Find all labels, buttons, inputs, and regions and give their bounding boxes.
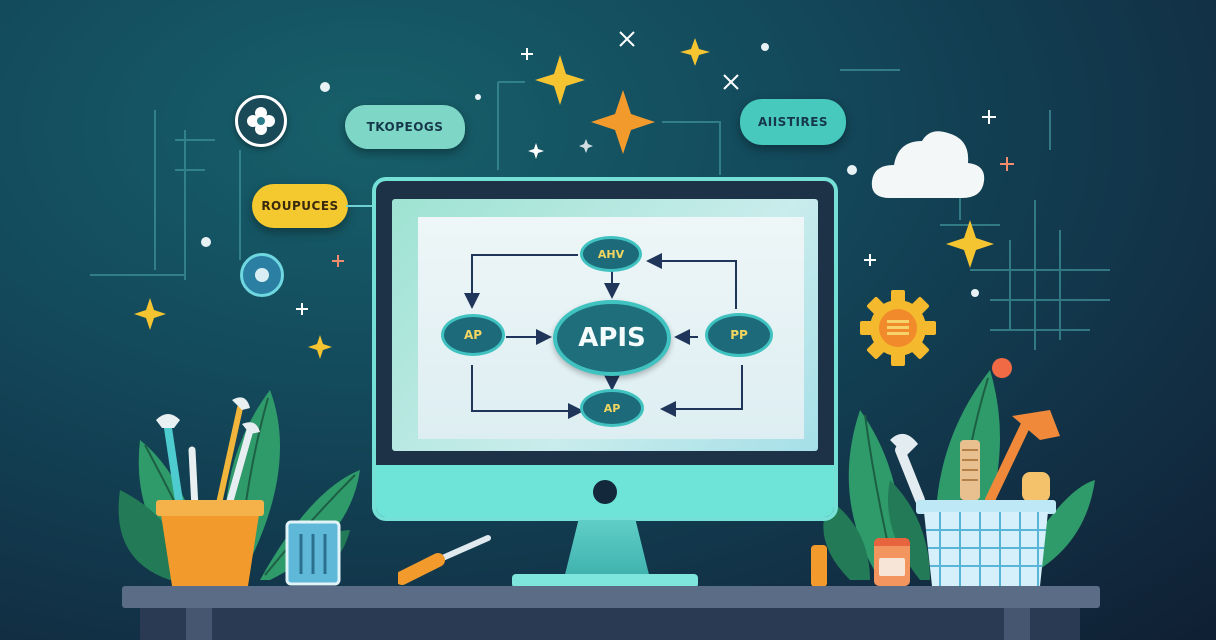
small-bottle [811, 545, 827, 587]
diagram-node-right[interactable]: PP [705, 313, 773, 357]
monitor-camera-dot [593, 480, 617, 504]
node-center-label: APIS [578, 323, 646, 353]
monitor-base [512, 574, 698, 588]
desk-top [122, 586, 1100, 608]
monitor-stand [564, 520, 650, 578]
node-left-label: AP [463, 328, 483, 342]
diagram-node-center[interactable]: APIS [553, 300, 671, 376]
diagram-node-bottom[interactable]: AP [580, 389, 644, 427]
bubble-top-right: AIISTIRES [740, 99, 846, 145]
diagram-arrows [464, 253, 743, 419]
node-bottom-label: AP [603, 401, 621, 415]
tool-basket-right [890, 410, 1060, 586]
bubble-left: ROUPUCES [252, 184, 348, 228]
node-top-label: AHV [597, 247, 625, 261]
cloud-icon [871, 131, 985, 198]
bubble-top-left-label: TKOPEOGS [366, 120, 444, 134]
bubble-top-left: TKOPEOGS [345, 105, 465, 149]
tool-pot-left [156, 397, 264, 586]
orange-ball [992, 358, 1012, 378]
gear-icon [860, 290, 936, 366]
screwdriver-icon [398, 535, 491, 585]
desk-leg-left [186, 608, 212, 640]
compass-icon [240, 253, 284, 297]
flower-badge-icon [235, 95, 287, 147]
desk-leg-right [1004, 608, 1030, 640]
diagram-node-top[interactable]: AHV [580, 236, 642, 272]
node-right-label: PP [730, 328, 748, 342]
bubble-connector [346, 205, 376, 207]
bubble-top-right-label: AIISTIRES [757, 115, 829, 129]
diagram-node-left[interactable]: AP [441, 314, 505, 356]
jar [874, 538, 910, 586]
trash-bin-icon [285, 520, 341, 586]
desk-shadow [140, 608, 1080, 640]
bubble-left-label: ROUPUCES [261, 199, 339, 213]
